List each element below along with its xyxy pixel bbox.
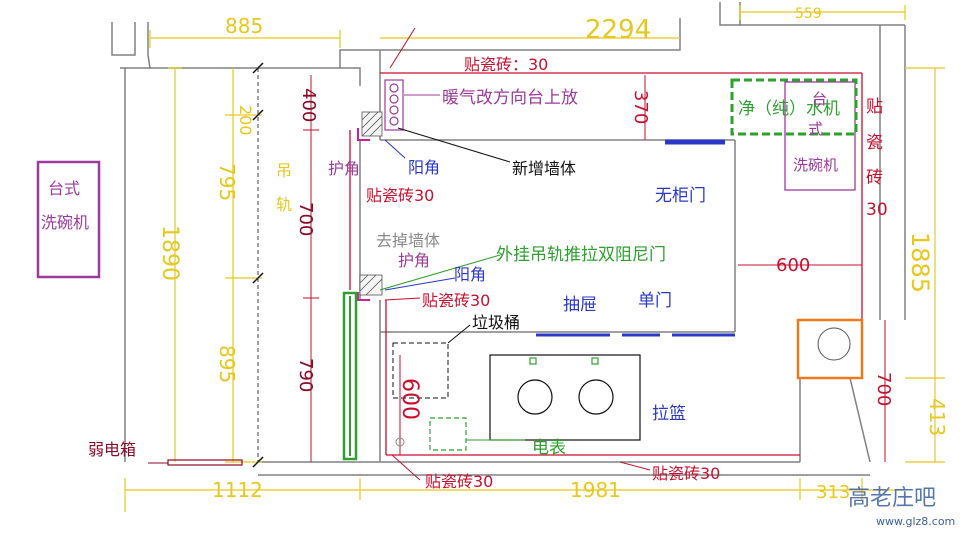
dim-top-2294: 2294 [585,15,651,45]
label-trash: 垃圾桶 [472,313,520,332]
label-dishwasher-right-c: 洗碗机 [793,156,838,174]
dim-bottom-1981: 1981 [570,478,621,502]
cooktop [489,354,641,441]
dim-inner-790: 790 [295,358,316,392]
label-outer-corner-1: 阳角 [408,158,440,177]
label-tile-30-a: 贴瓷砖30 [366,186,434,205]
label-text: 贴瓷砖：30 暖气改方向台上放 净（纯）水机 台 式 洗碗机 贴 瓷 砖 30 … [41,55,888,491]
walls [111,2,906,476]
label-tile-top: 贴瓷砖：30 [464,55,548,74]
label-no-door: 无柜门 [655,186,706,206]
label-corner-guard-1: 护角 [328,159,360,178]
dishwasher-left-box [36,160,101,279]
label-rail-1: 吊 [276,161,292,180]
dim-inner-400: 400 [298,88,319,122]
sliding-door-rail [342,291,358,461]
logo-site: www.glz8.com [876,515,955,528]
dim-bottom-1112: 1112 [212,478,263,502]
dim-inner-600-right: 600 [776,255,810,276]
weak-electric-box [148,459,243,466]
label-heater: 暖气改方向台上放 [442,88,578,108]
dim-left-795: 795 [215,163,239,201]
label-tile-right-2: 瓷 [866,133,883,153]
dim-right-413: 413 [925,398,949,436]
dishwasher-right-box [784,81,856,191]
label-drawer: 抽屉 [563,295,597,315]
dim-inner-700: 700 [295,202,316,236]
removed-wall-hatch [359,274,383,296]
label-sliding-door: 外挂吊轨推拉双阻尼门 [496,245,666,265]
label-rail-2: 轨 [276,195,292,214]
tile-outline [349,72,863,456]
label-tile-right-3: 砖 [866,168,883,188]
watermark-logo: 高老庄吧 www.glz8.com [848,486,955,528]
dimension-lines-red [303,75,886,462]
label-basket: 拉篮 [652,404,686,424]
label-remove-wall: 去掉墙体 [376,231,440,250]
label-tile-right-4: 30 [866,200,888,220]
label-single-door: 单门 [638,291,672,311]
label-outer-corner-2: 阳角 [454,265,486,284]
dim-top-559: 559 [795,6,822,22]
dim-bottom-313: 313 [816,482,850,503]
dim-right-1885: 1885 [906,232,934,293]
dim-left-895: 895 [215,345,239,383]
trash-bin-box [392,342,449,399]
drain-box [796,318,864,380]
dim-right-700: 700 [873,372,894,406]
pointer-lines [379,27,651,481]
label-tile-30-d: 贴瓷砖30 [652,464,720,483]
dim-left-200: 200 [236,105,255,136]
label-corner-guard-2: 护角 [398,251,430,270]
label-weak-box: 弱电箱 [88,440,136,459]
label-dishwasher-right-a: 台 [812,90,827,108]
dimension-text: 885 2294 559 200 795 1890 895 400 700 79… [157,6,949,503]
dim-inner-600-trash: 600 [397,378,422,420]
label-tile-right-1: 贴 [866,97,883,117]
new-wall-hatch [361,111,383,137]
meter-box [429,417,467,451]
dimension-lines-yellow [124,5,945,512]
label-tile-30-c: 贴瓷砖30 [425,472,493,491]
label-tile-30-b: 贴瓷砖30 [422,291,490,310]
heater [384,79,404,131]
label-meter: 电表 [532,438,566,458]
corner-marks [357,128,370,301]
label-dishwasher-left-a: 台式 [48,179,80,198]
tick-marks [252,62,264,468]
cabinet-lines [536,139,735,337]
label-dishwasher-left-b: 洗碗机 [41,213,89,232]
dim-inner-370: 370 [630,90,651,124]
label-new-wall: 新增墙体 [512,159,576,178]
dim-left-1890: 1890 [157,225,182,281]
dim-top-885: 885 [225,14,263,38]
label-dishwasher-right-b: 式 [808,120,823,138]
water-purifier-box [730,78,858,136]
label-purifier: 净（纯）水机 [738,99,840,119]
logo-text: 高老庄吧 [848,486,936,511]
